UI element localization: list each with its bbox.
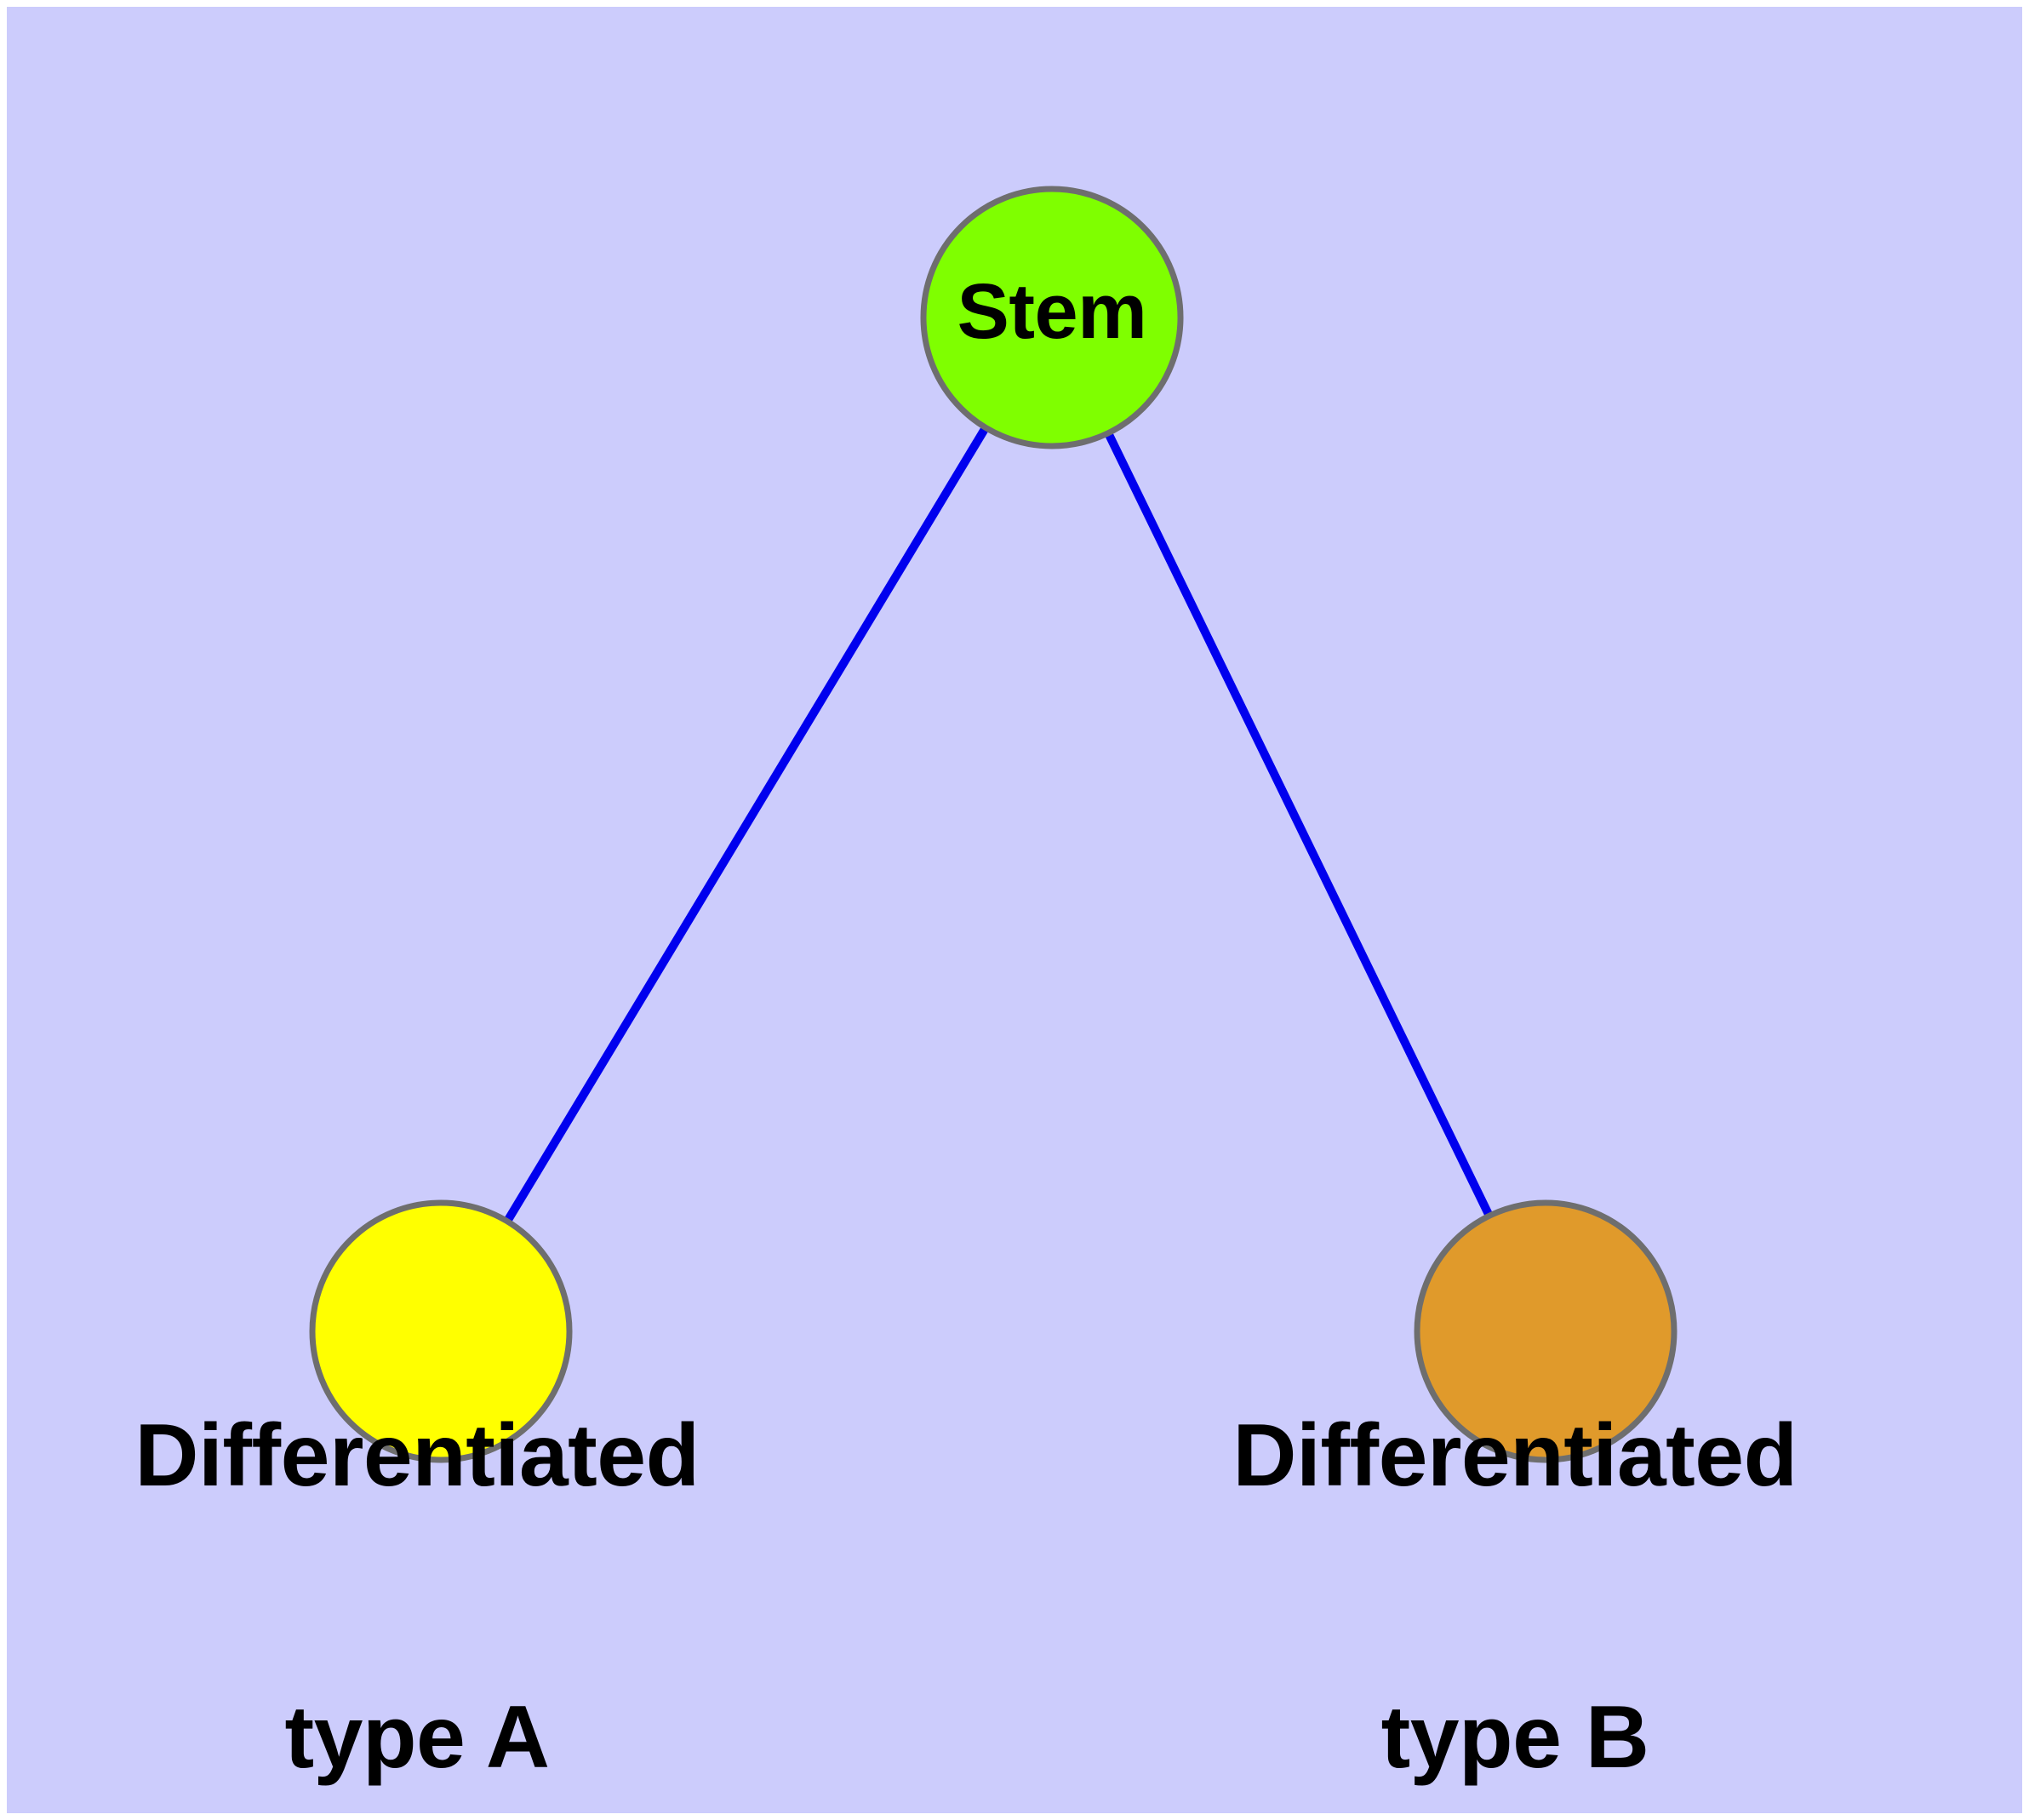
node-stem[interactable] <box>920 186 1184 449</box>
node-differentiated-type-b[interactable] <box>1414 1199 1677 1463</box>
edge-layer <box>437 315 1550 1334</box>
node-differentiated-type-a[interactable] <box>309 1199 573 1463</box>
edge-stem-diff-b[interactable] <box>1048 315 1550 1334</box>
node-layer <box>309 186 1677 1463</box>
edge-stem-diff-a[interactable] <box>437 315 1056 1334</box>
